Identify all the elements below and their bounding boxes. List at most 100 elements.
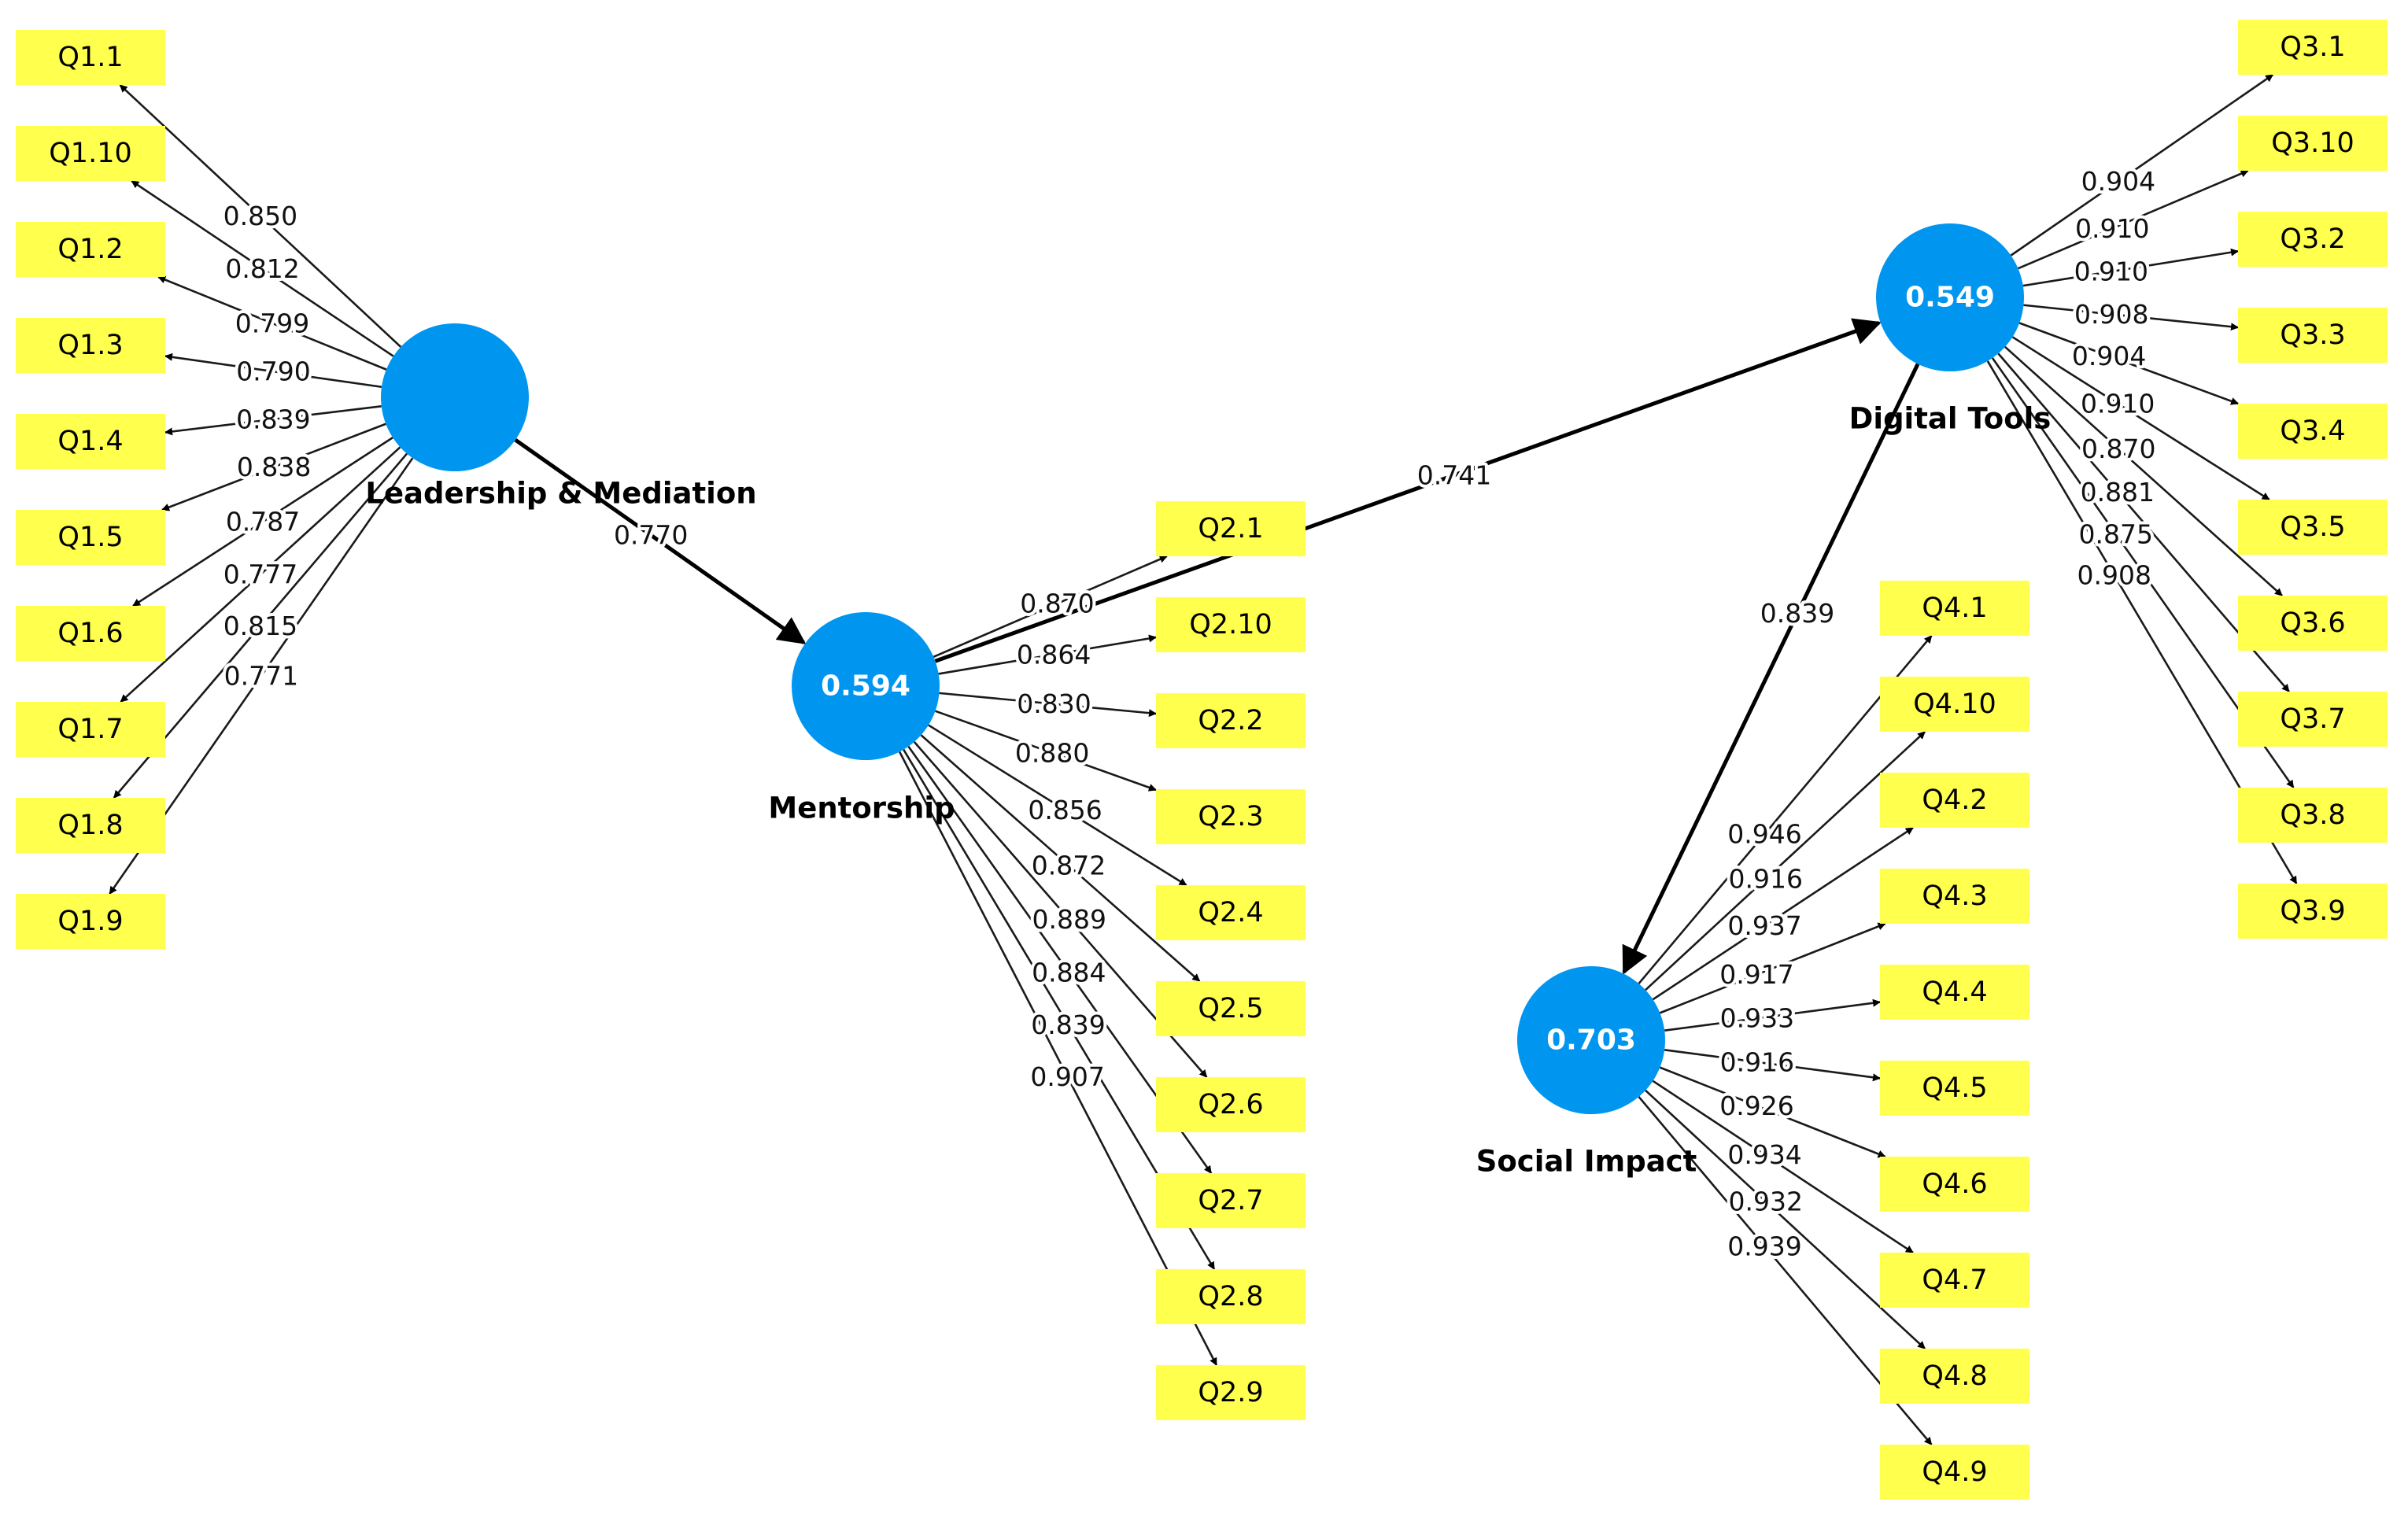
indicator-box[interactable] — [1156, 597, 1306, 652]
indicator-box[interactable] — [1880, 869, 2029, 924]
loading-value: 0.777 — [223, 559, 297, 590]
indicator-label: Q1.10 — [49, 138, 131, 169]
construct-node[interactable] — [1876, 223, 2024, 371]
indicator-label: Q4.10 — [1913, 688, 1996, 720]
indicator-box[interactable] — [1156, 1173, 1306, 1228]
indicator-box[interactable] — [1156, 1365, 1306, 1420]
indicator-box[interactable] — [1156, 789, 1306, 844]
loading-arrow — [1645, 731, 1926, 991]
path-coefficient: 0.839 — [1760, 598, 1834, 629]
loading-value: 0.932 — [1728, 1186, 1802, 1216]
indicator-label: Q3.8 — [2280, 799, 2345, 831]
loading-value: 0.790 — [236, 356, 310, 387]
indicator-label: Q3.6 — [2280, 607, 2345, 639]
loading-value: 0.880 — [1015, 737, 1089, 768]
indicator-box[interactable] — [2238, 116, 2388, 171]
path-lines-layer — [514, 318, 1920, 975]
indicator-label: Q2.10 — [1189, 609, 1272, 640]
indicator-box[interactable] — [16, 126, 165, 181]
indicator-label: Q4.9 — [1922, 1456, 1987, 1488]
indicator-label: Q2.3 — [1198, 801, 1263, 832]
indicator-box[interactable] — [16, 510, 165, 565]
loading-arrow — [898, 751, 1218, 1366]
loading-arrow — [131, 179, 394, 357]
indicator-box[interactable] — [1880, 1061, 2029, 1116]
indicator-box[interactable] — [16, 30, 165, 85]
indicator-label: Q1.6 — [57, 618, 123, 649]
indicator-box[interactable] — [1156, 693, 1306, 748]
loading-arrow — [2022, 248, 2239, 287]
indicator-label: Q1.1 — [57, 42, 123, 73]
loading-value: 0.815 — [223, 611, 297, 641]
indicator-label: Q2.5 — [1198, 993, 1263, 1024]
indicator-label: Q4.3 — [1922, 880, 1987, 912]
r-squared-value: 0.703 — [1546, 1024, 1636, 1057]
indicator-box[interactable] — [2238, 404, 2388, 459]
indicator-box[interactable] — [2238, 692, 2388, 747]
indicator-box[interactable] — [1156, 1269, 1306, 1324]
indicator-box[interactable] — [1880, 1349, 2029, 1404]
loading-arrow — [164, 352, 382, 389]
indicator-box[interactable] — [1880, 965, 2029, 1020]
indicator-box[interactable] — [16, 222, 165, 277]
indicator-box[interactable] — [1880, 1157, 2029, 1212]
indicator-box[interactable] — [1156, 981, 1306, 1036]
indicator-box[interactable] — [16, 894, 165, 949]
indicator-label: Q3.2 — [2280, 223, 2345, 255]
indicator-label: Q1.8 — [57, 810, 123, 841]
indicator-box[interactable] — [1880, 581, 2029, 636]
loading-value: 0.856 — [1028, 795, 1102, 825]
construct-node[interactable] — [381, 323, 529, 471]
indicator-label: Q3.1 — [2280, 31, 2345, 63]
loading-value: 0.917 — [1719, 959, 1793, 990]
indicator-box[interactable] — [16, 318, 165, 373]
indicator-box[interactable] — [16, 414, 165, 469]
indicator-box[interactable] — [1156, 1077, 1306, 1132]
loading-arrow — [1652, 1080, 1914, 1254]
loading-arrow — [935, 710, 1157, 792]
loading-arrow — [1664, 998, 1881, 1032]
indicator-box[interactable] — [16, 798, 165, 853]
loading-arrow — [1664, 1049, 1881, 1082]
path-coefficient: 0.741 — [1417, 460, 1491, 490]
indicator-box[interactable] — [16, 702, 165, 757]
indicator-box[interactable] — [16, 606, 165, 661]
indicator-label: Q3.3 — [2280, 319, 2345, 351]
loading-arrow — [1659, 1066, 1886, 1158]
loading-value: 0.904 — [2072, 341, 2146, 371]
indicator-box[interactable] — [2238, 596, 2388, 651]
indicator-box[interactable] — [1880, 1445, 2029, 1500]
indicator-label: Q1.7 — [57, 714, 123, 745]
indicator-label: Q4.5 — [1922, 1072, 1987, 1104]
indicator-label: Q2.9 — [1198, 1377, 1263, 1408]
indicator-box[interactable] — [2238, 788, 2388, 843]
loading-value: 0.870 — [2081, 434, 2155, 464]
construct-node[interactable] — [1517, 966, 1665, 1114]
indicator-box[interactable] — [1156, 885, 1306, 940]
loading-arrow — [2023, 304, 2239, 331]
indicator-box[interactable] — [2238, 500, 2388, 555]
loading-arrow — [132, 437, 393, 607]
indicator-box[interactable] — [1880, 677, 2029, 732]
loading-value: 0.839 — [236, 404, 310, 434]
indicator-box[interactable] — [1880, 773, 2029, 828]
indicator-box[interactable] — [2238, 308, 2388, 363]
indicator-box[interactable] — [1880, 1253, 2029, 1308]
indicator-label: Q4.4 — [1922, 976, 1987, 1008]
loading-arrow — [2004, 345, 2283, 596]
loading-arrow — [1659, 922, 1886, 1014]
loading-value: 0.916 — [1720, 1046, 1794, 1077]
indicator-box[interactable] — [2238, 884, 2388, 939]
indicator-box[interactable] — [1156, 501, 1306, 556]
loading-value: 0.933 — [1720, 1003, 1794, 1034]
loading-value: 0.926 — [1719, 1091, 1793, 1121]
indicator-box[interactable] — [2238, 212, 2388, 267]
construct-node[interactable] — [792, 612, 940, 760]
loading-value: 0.881 — [2081, 477, 2155, 508]
loading-arrow — [164, 404, 382, 436]
loading-arrow — [1645, 1089, 1926, 1349]
loading-value: 0.875 — [2079, 519, 2153, 549]
indicator-box[interactable] — [2238, 20, 2388, 75]
